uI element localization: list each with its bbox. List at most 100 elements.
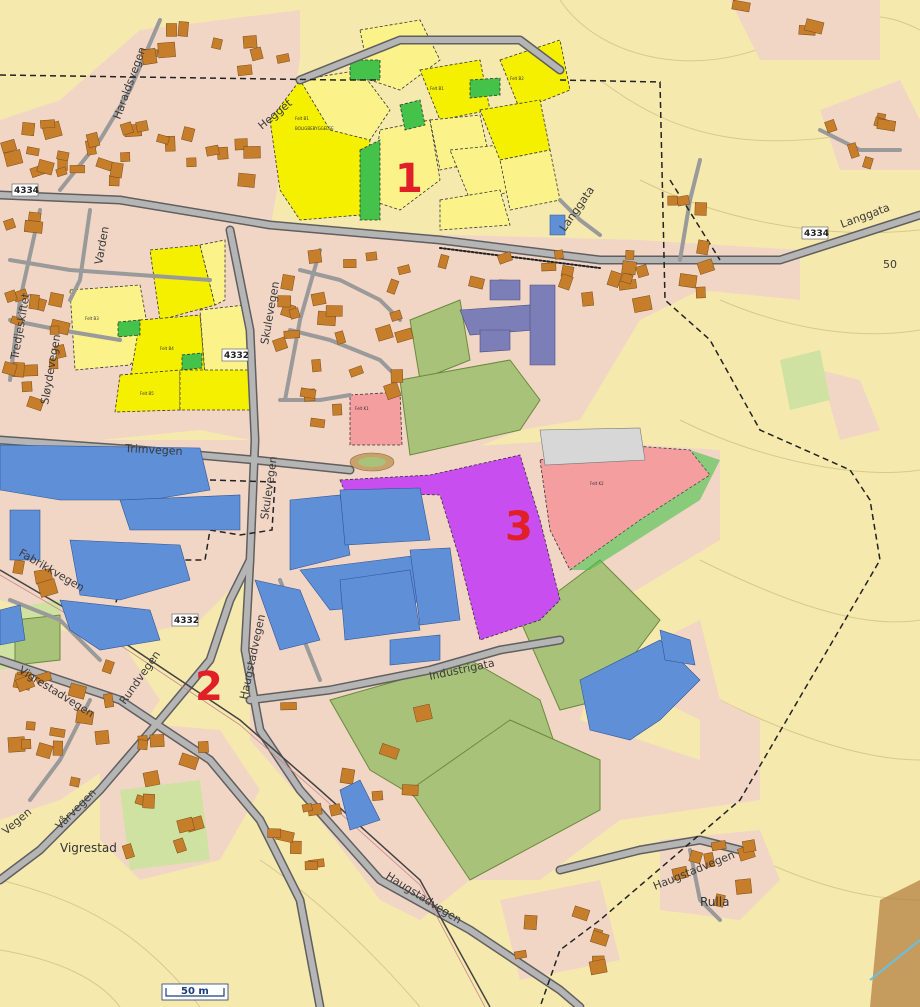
sports-fields: [14, 299, 661, 881]
area-number-3: 3: [505, 504, 533, 550]
house-59: [394, 327, 414, 344]
place-label-rulla: Rulla: [700, 895, 729, 909]
svg-text:4334: 4334: [14, 186, 39, 196]
industrial-buildings: [0, 214, 701, 831]
plot-notes: Felt B1 BOLIGBEBYGGELSE Felt B1 Felt B2 …: [85, 76, 604, 486]
house-157: [710, 840, 727, 852]
house-83: [375, 324, 394, 342]
house-15: [237, 172, 256, 188]
house-57: [242, 35, 258, 49]
house-21: [36, 158, 55, 176]
plot-note-1: Felt B1: [295, 116, 309, 121]
route-badge-4332-south: 4332: [171, 613, 199, 627]
plot-note-9: Felt K2: [590, 481, 604, 486]
house-172: [803, 18, 825, 35]
house-16: [135, 120, 149, 133]
house-52: [140, 47, 158, 66]
house-87: [541, 262, 557, 272]
house-93: [625, 250, 635, 260]
house-147: [301, 802, 313, 813]
route-badge-4332-north: 4332: [221, 348, 249, 362]
house-113: [67, 682, 87, 700]
house-88: [496, 251, 513, 265]
house-115: [75, 709, 95, 726]
house-149: [378, 743, 400, 760]
house-82: [272, 336, 289, 352]
house-75: [325, 305, 343, 317]
house-142: [280, 702, 297, 711]
house-156: [713, 893, 726, 908]
house-44: [49, 325, 60, 335]
house-122: [21, 738, 32, 750]
house-19: [243, 146, 261, 159]
house-153: [688, 849, 704, 865]
house-134: [137, 739, 149, 751]
zone-residential-west: [69, 239, 251, 413]
house-146: [371, 790, 384, 802]
house-107: [667, 195, 678, 206]
house-26: [39, 119, 56, 129]
house-46: [1, 361, 18, 377]
house-148: [304, 861, 318, 871]
house-2: [69, 165, 85, 174]
house-38: [49, 358, 59, 370]
house-55: [236, 64, 253, 77]
house-155: [671, 865, 689, 881]
house-129: [197, 740, 209, 754]
house-41: [28, 211, 42, 222]
house-51: [276, 53, 291, 64]
house-170: [876, 118, 897, 132]
house-145: [267, 828, 281, 839]
house-132: [172, 837, 187, 854]
house-133: [142, 793, 155, 809]
house-120: [49, 727, 66, 738]
house-30: [3, 217, 17, 231]
house-62: [343, 259, 357, 269]
contour-label-50: 50: [883, 258, 897, 271]
house-33: [26, 395, 45, 412]
house-161: [523, 914, 538, 931]
house-116: [101, 659, 115, 675]
house-40: [10, 315, 24, 327]
house-173: [731, 0, 751, 13]
house-140: [339, 767, 356, 785]
house-50: [157, 41, 176, 59]
roads: [0, 18, 920, 1007]
house-106: [676, 194, 691, 207]
house-49: [166, 23, 177, 37]
house-165: [862, 156, 874, 170]
scale-bar-label: 50 m: [181, 986, 209, 997]
house-102: [694, 202, 708, 216]
house-90: [468, 275, 485, 290]
stream-water: [869, 939, 920, 981]
plot-note-5: Felt B3: [85, 316, 99, 321]
house-111: [52, 740, 64, 756]
house-39: [53, 344, 67, 359]
house-0: [120, 152, 131, 162]
area-number-2: 2: [195, 664, 223, 710]
house-123: [94, 729, 110, 745]
house-18: [0, 138, 18, 154]
house-174: [12, 559, 25, 575]
house-95: [621, 260, 637, 276]
house-74: [288, 307, 301, 320]
house-121: [15, 674, 36, 693]
house-36: [23, 219, 44, 234]
house-70: [309, 417, 326, 429]
house-63: [310, 291, 327, 307]
route-badge-4334-west: 4334: [11, 183, 39, 197]
house-10: [186, 157, 197, 168]
svg-text:4332: 4332: [224, 351, 249, 361]
house-25: [85, 131, 101, 149]
plot-note-7: Felt B5: [140, 391, 154, 396]
house-99: [581, 291, 595, 307]
house-7: [56, 150, 70, 162]
zone-residential-north: [269, 19, 571, 231]
house-71: [365, 251, 378, 262]
plot-note-6: Felt B4: [160, 346, 174, 351]
house-127: [121, 843, 135, 860]
house-76: [390, 369, 404, 383]
houses: [0, 0, 897, 976]
